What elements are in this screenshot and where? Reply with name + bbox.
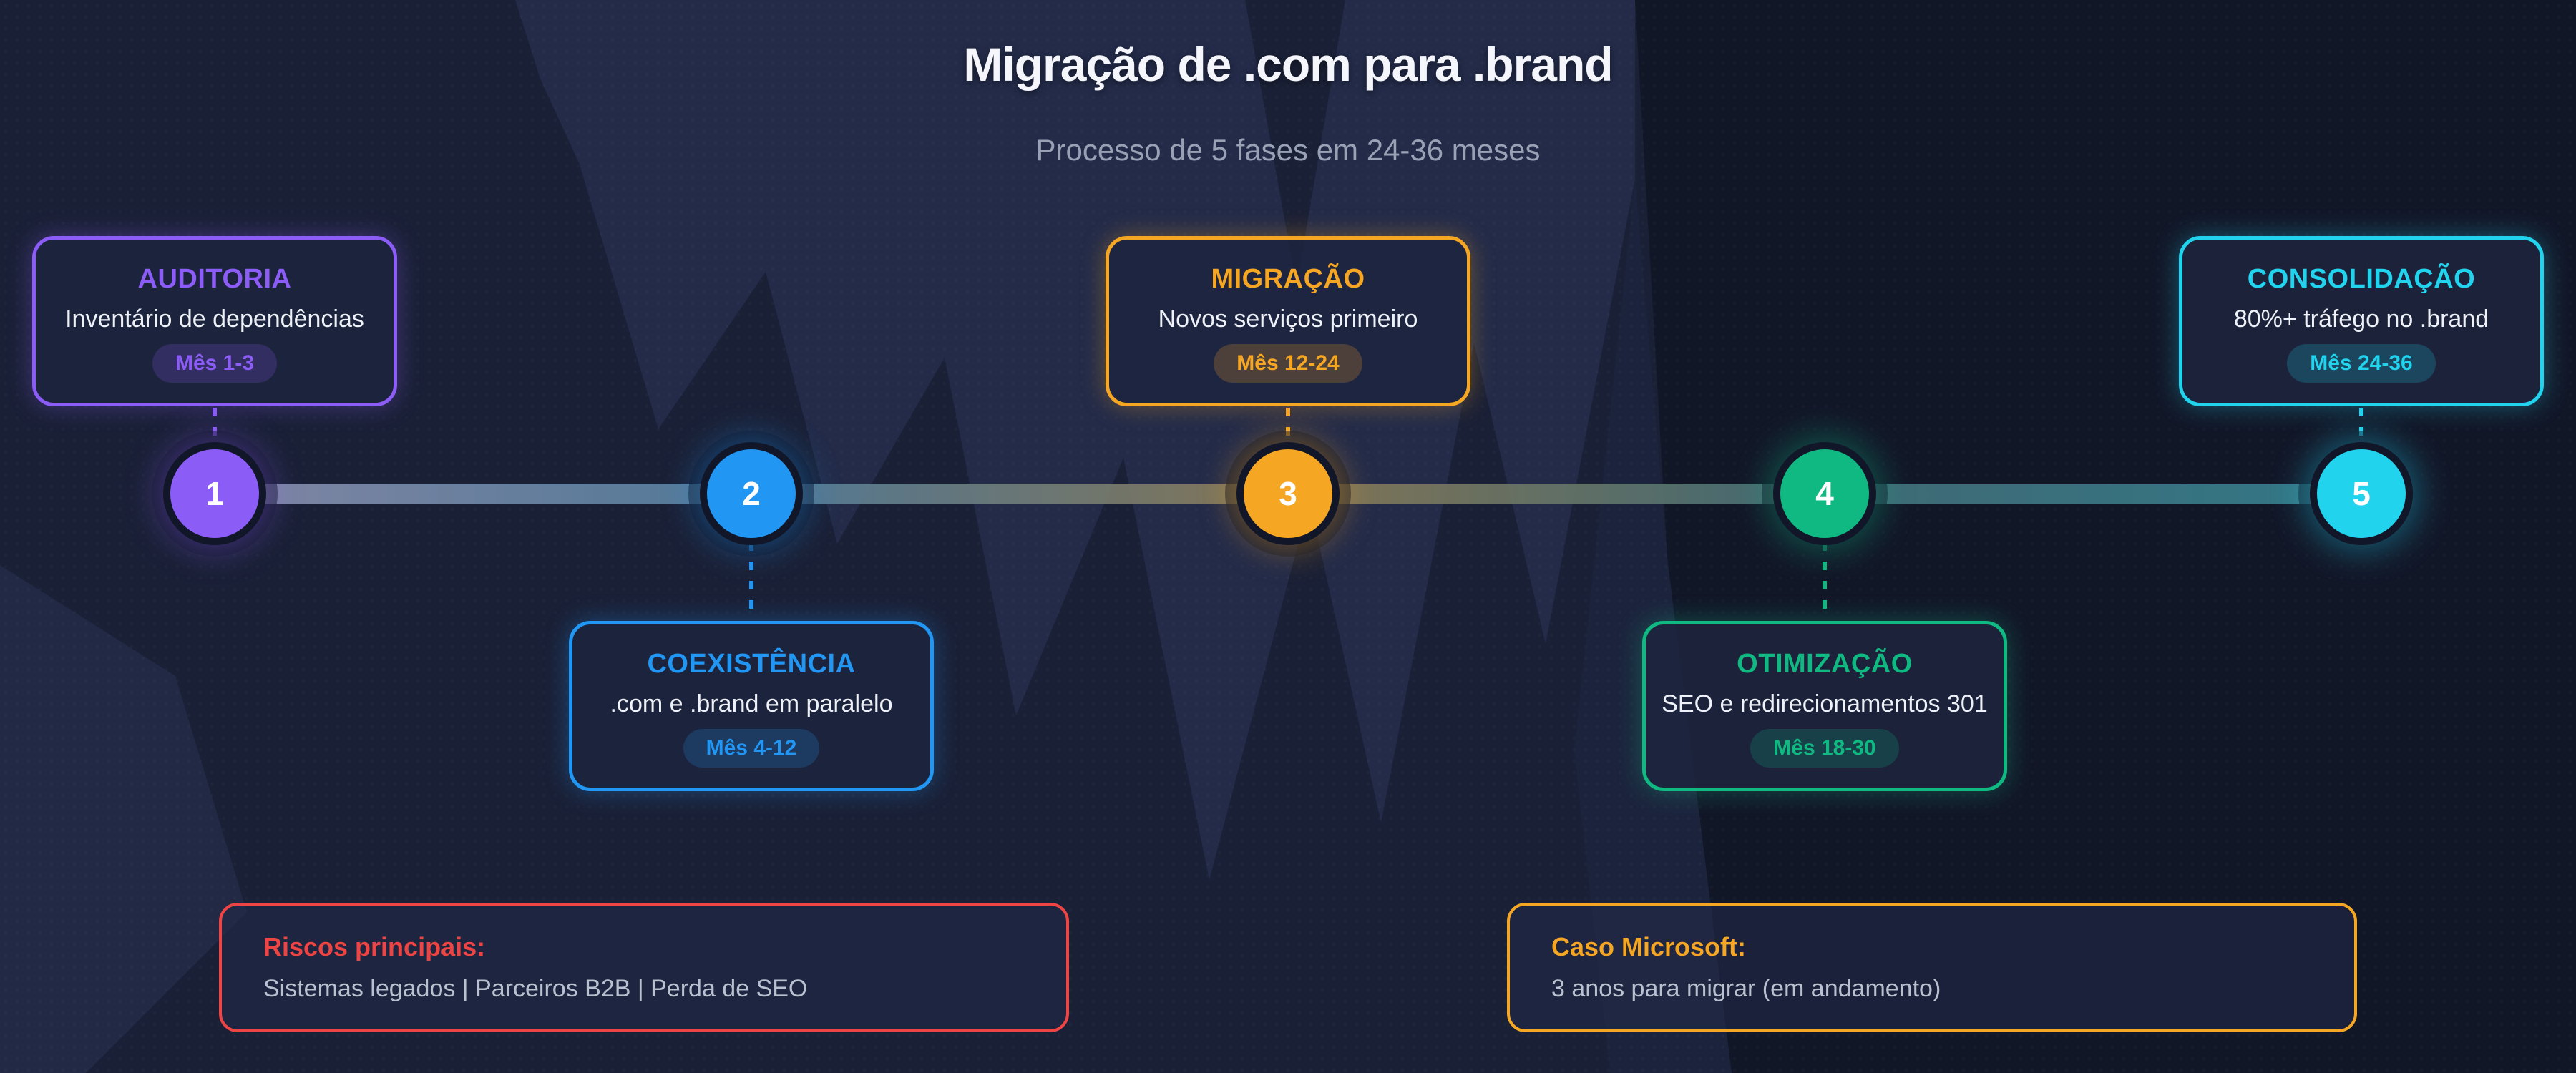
phase-1-connector bbox=[213, 408, 217, 445]
phase-2-description: .com e .brand em paralelo bbox=[610, 690, 893, 717]
phase-4-card: OTIMIZAÇÃO SEO e redirecionamentos 301 M… bbox=[1642, 621, 2007, 791]
risks-note-title: Riscos principais: bbox=[263, 932, 486, 961]
phase-3-description: Novos serviços primeiro bbox=[1158, 305, 1418, 333]
phase-2-number: 2 bbox=[742, 475, 761, 512]
phase-5-marker: 5 bbox=[2310, 442, 2413, 545]
phase-2-title: COEXISTÊNCIA bbox=[647, 649, 856, 679]
phase-4-number: 4 bbox=[1815, 475, 1834, 512]
microsoft-case-note: Caso Microsoft: 3 anos para migrar (em a… bbox=[1507, 903, 2357, 1032]
phase-2-card: COEXISTÊNCIA .com e .brand em paralelo M… bbox=[569, 621, 934, 791]
phase-2-month-badge: Mês 4-12 bbox=[683, 729, 820, 768]
phase-5-month-badge: Mês 24-36 bbox=[2287, 344, 2436, 383]
phase-5-card: CONSOLIDAÇÃO 80%+ tráfego no .brand Mês … bbox=[2179, 236, 2544, 406]
phase-1-marker: 1 bbox=[163, 442, 266, 545]
phase-1-description: Inventário de dependências bbox=[65, 305, 364, 333]
phase-2-connector bbox=[749, 542, 753, 618]
phase-1-title: AUDITORIA bbox=[137, 264, 292, 294]
phase-4-description: SEO e redirecionamentos 301 bbox=[1662, 690, 1988, 717]
phase-2-marker: 2 bbox=[700, 442, 803, 545]
phase-4-title: OTIMIZAÇÃO bbox=[1737, 649, 1913, 679]
phase-5-title: CONSOLIDAÇÃO bbox=[2247, 264, 2476, 294]
phase-3-month-badge: Mês 12-24 bbox=[1214, 344, 1362, 383]
phase-3-marker: 3 bbox=[1236, 442, 1340, 545]
phase-1-month-badge: Mês 1-3 bbox=[152, 344, 278, 383]
risks-note-text: Sistemas legados | Parceiros B2B | Perda… bbox=[263, 975, 808, 1002]
microsoft-case-text: 3 anos para migrar (em andamento) bbox=[1551, 975, 1941, 1002]
page-title: Migração de .com para .brand bbox=[963, 38, 1613, 91]
phase-4-connector bbox=[1823, 542, 1827, 618]
phase-4-marker: 4 bbox=[1773, 442, 1876, 545]
phase-1-card: AUDITORIA Inventário de dependências Mês… bbox=[32, 236, 397, 406]
phase-5-number: 5 bbox=[2352, 475, 2371, 512]
phase-3-card: MIGRAÇÃO Novos serviços primeiro Mês 12-… bbox=[1106, 236, 1470, 406]
risks-note: Riscos principais: Sistemas legados | Pa… bbox=[219, 903, 1069, 1032]
phase-5-connector bbox=[2359, 408, 2363, 445]
page-subtitle: Processo de 5 fases em 24-36 meses bbox=[1035, 133, 1541, 167]
phase-3-connector bbox=[1286, 408, 1290, 445]
phase-4-month-badge: Mês 18-30 bbox=[1750, 729, 1899, 768]
microsoft-case-title: Caso Microsoft: bbox=[1551, 932, 1747, 961]
phase-3-title: MIGRAÇÃO bbox=[1211, 264, 1365, 294]
phase-3-number: 3 bbox=[1279, 475, 1297, 512]
phase-1-number: 1 bbox=[205, 475, 224, 512]
phase-5-description: 80%+ tráfego no .brand bbox=[2233, 305, 2489, 333]
